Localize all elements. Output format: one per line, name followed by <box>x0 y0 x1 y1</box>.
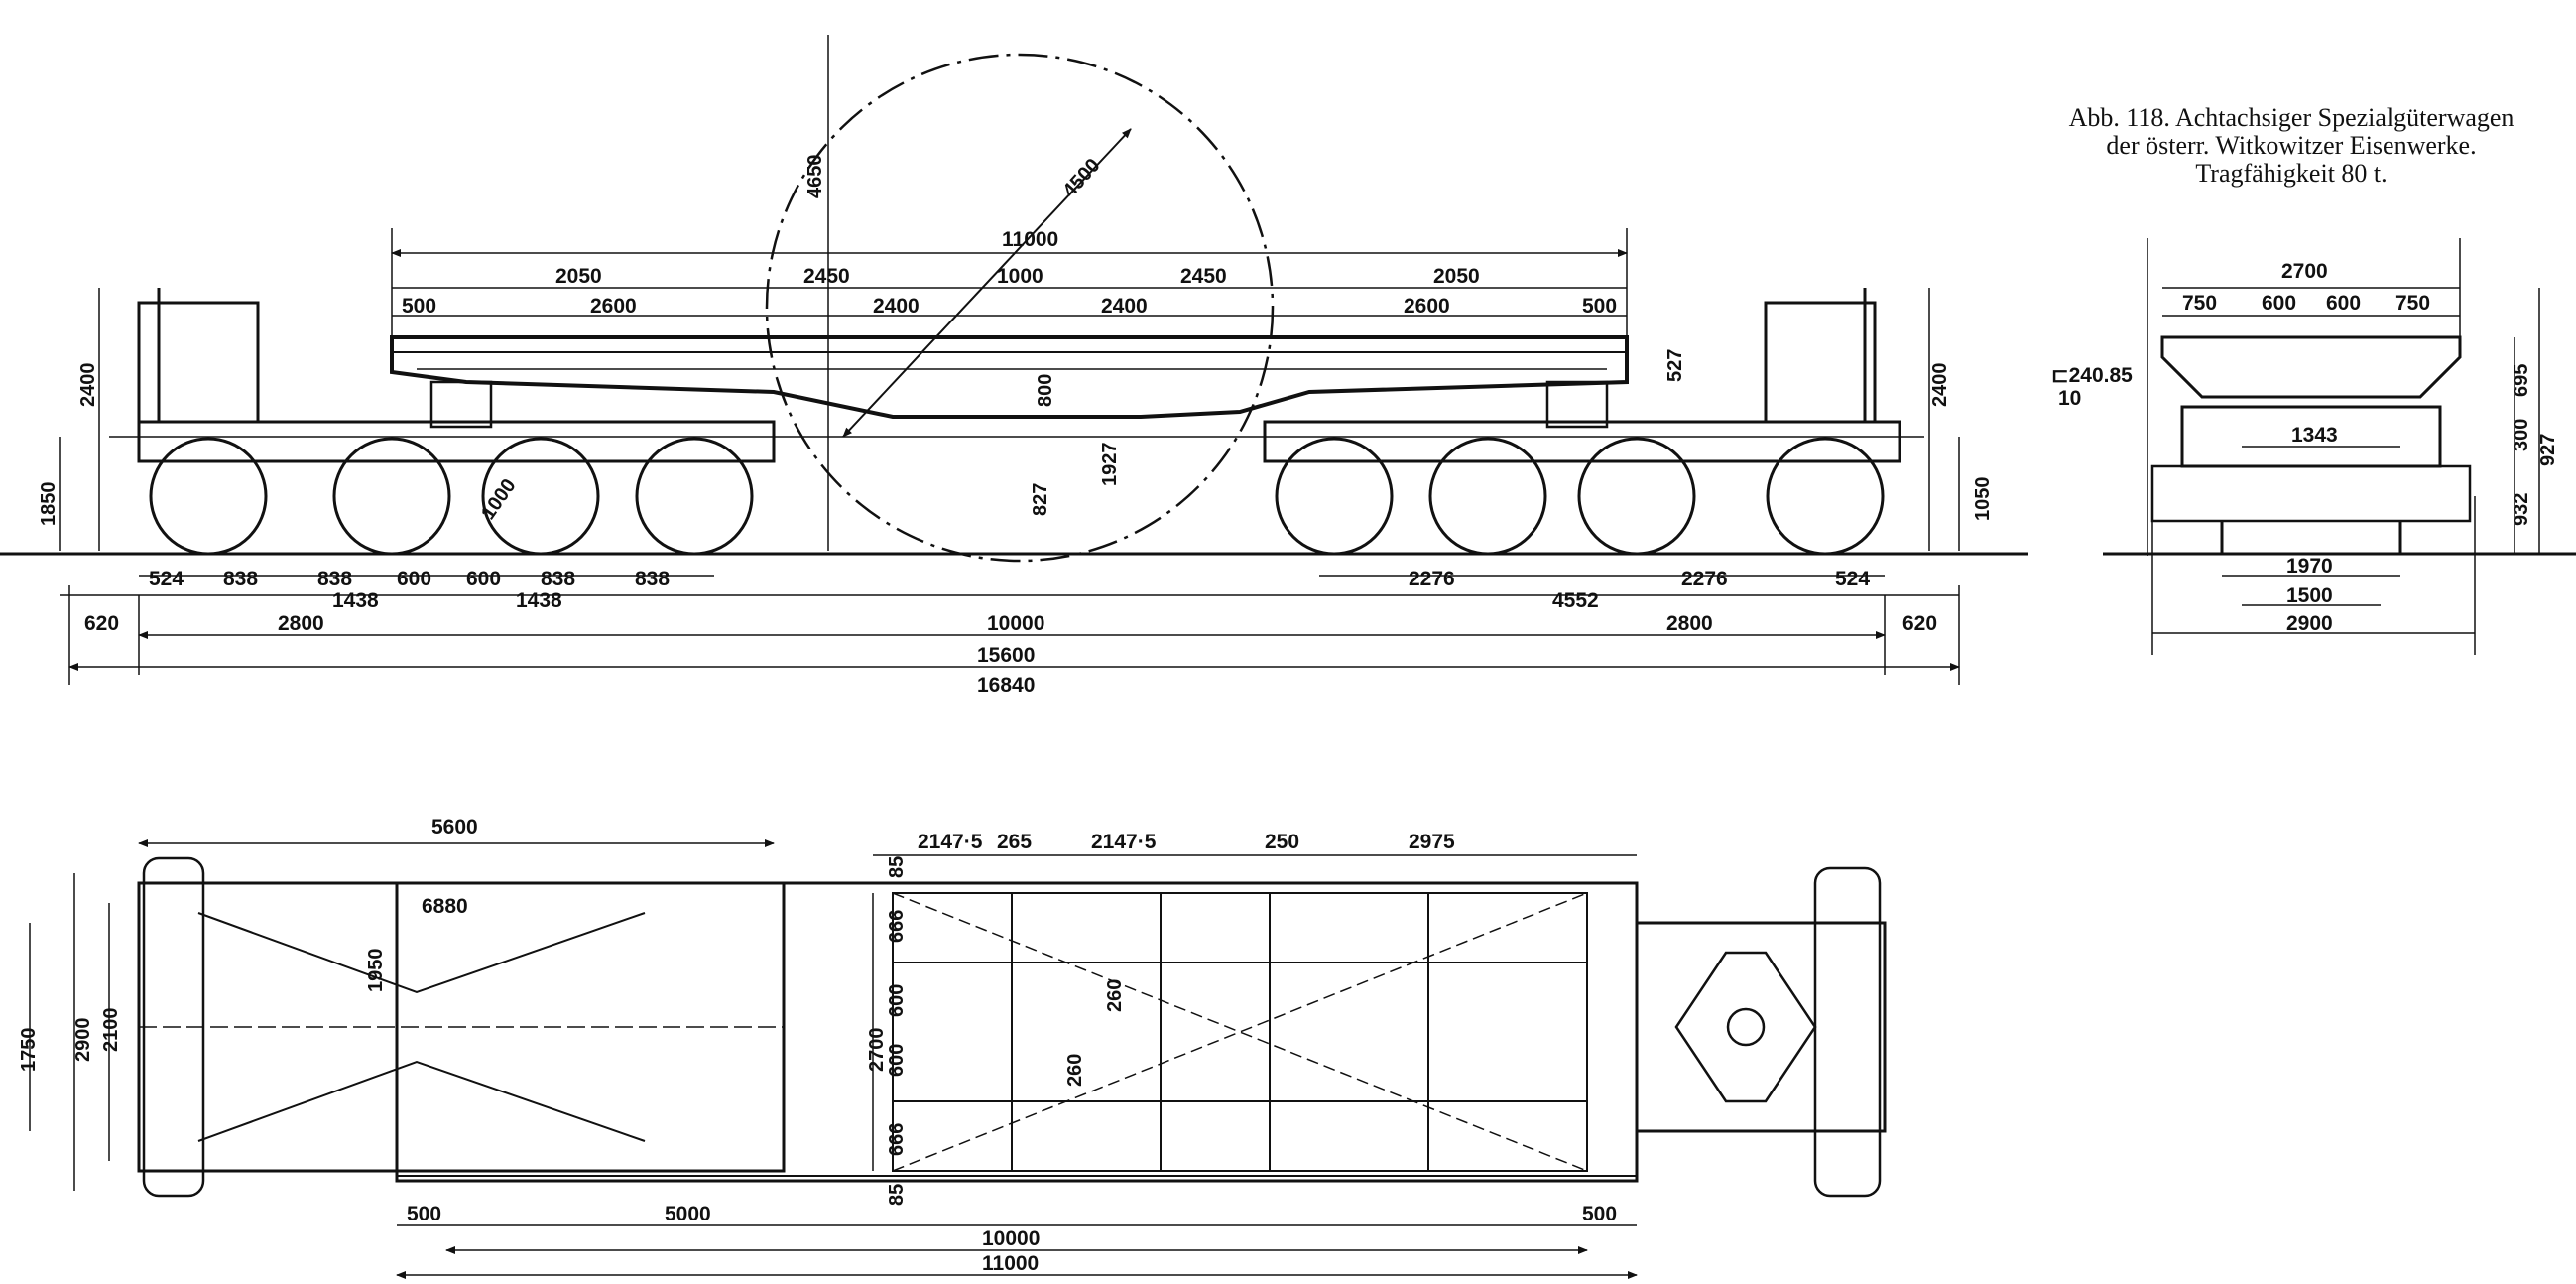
dim-2276-right: 2276 <box>1681 568 1728 590</box>
dim-1438-2: 1438 <box>516 589 562 612</box>
end-dim-600-right: 600 <box>2326 292 2361 315</box>
dim-2600-left: 2600 <box>590 295 637 318</box>
dim-524-left: 524 <box>149 568 184 590</box>
end-profile-sub: 10 <box>2058 387 2081 410</box>
plan-dim-1950: 1950 <box>365 949 387 993</box>
side-view: 11000 2050 2450 1000 2450 2050 500 2600 … <box>0 35 2028 697</box>
plan-dim-5600: 5600 <box>431 816 478 838</box>
plan-dim-2147-5-left: 2147·5 <box>918 831 983 853</box>
end-dim-1500: 1500 <box>2286 584 2333 607</box>
plan-dim-265: 265 <box>997 831 1032 853</box>
caption-line-2: der österr. Witkowitzer Eisenwerke. <box>2106 131 2477 160</box>
dim-2400-left-height: 2400 <box>77 363 99 408</box>
plan-dim-5000: 5000 <box>665 1203 711 1225</box>
plan-dim-2100: 2100 <box>100 1008 122 1053</box>
dim-2276-left: 2276 <box>1409 568 1455 590</box>
plan-dim-600-top: 600 <box>886 984 908 1017</box>
caption-line-1: Abb. 118. Achtachsiger Spezialgüterwagen <box>2068 103 2515 132</box>
dim-600-1: 600 <box>397 568 431 590</box>
end-dim-2700: 2700 <box>2281 260 2328 283</box>
end-dim-750-left: 750 <box>2182 292 2217 315</box>
figure-caption: Abb. 118. Achtachsiger Spezialgüterwagen… <box>2024 104 2559 188</box>
dim-1927: 1927 <box>1099 443 1121 487</box>
dim-838-1: 838 <box>223 568 258 590</box>
plan-dim-2700: 2700 <box>866 1028 888 1073</box>
plan-dim-6880: 6880 <box>422 895 468 918</box>
end-dim-300: 300 <box>2511 419 2532 451</box>
dim-16840: 16840 <box>977 674 1035 697</box>
dim-4500: 4500 <box>1058 155 1104 202</box>
plan-dim-250: 250 <box>1265 831 1299 853</box>
dim-2050-left: 2050 <box>555 265 602 288</box>
dim-1850: 1850 <box>38 482 60 527</box>
dim-1050: 1050 <box>1972 477 1994 522</box>
end-dim-932: 932 <box>2511 493 2532 526</box>
dim-2450-left: 2450 <box>803 265 850 288</box>
end-dim-750-right: 750 <box>2395 292 2430 315</box>
end-dim-2900: 2900 <box>2286 612 2333 635</box>
plan-dim-10000: 10000 <box>982 1227 1040 1250</box>
dim-500-right: 500 <box>1582 295 1617 318</box>
end-dim-695: 695 <box>2511 364 2532 397</box>
plan-dim-500-right: 500 <box>1582 1203 1617 1225</box>
end-dim-600-left: 600 <box>2262 292 2296 315</box>
dim-1438-1: 1438 <box>332 589 379 612</box>
dim-2400-right-height: 2400 <box>1929 363 1951 408</box>
dim-11000: 11000 <box>1002 228 1058 251</box>
dim-838-3: 838 <box>541 568 575 590</box>
end-profile-label: ⊏240.85 <box>2051 364 2133 387</box>
plan-dim-2900: 2900 <box>72 1018 94 1063</box>
plan-dim-260-top: 260 <box>1104 979 1126 1012</box>
plan-dim-2147-5-right: 2147·5 <box>1091 831 1157 853</box>
dim-2800-left: 2800 <box>278 612 324 635</box>
dim-2050-right: 2050 <box>1433 265 1480 288</box>
end-dim-927: 927 <box>2537 434 2559 466</box>
plan-dim-1750: 1750 <box>18 1028 40 1073</box>
dim-2400-left: 2400 <box>873 295 920 318</box>
plan-dim-666-bottom: 666 <box>886 1123 908 1156</box>
dim-2400-right: 2400 <box>1101 295 1148 318</box>
plan-dim-85-top: 85 <box>886 856 908 878</box>
plan-dim-85-bottom: 85 <box>886 1184 908 1206</box>
end-dim-1343: 1343 <box>2291 424 2338 447</box>
dim-10000: 10000 <box>987 612 1044 635</box>
dim-838-2: 838 <box>317 568 352 590</box>
plan-view: 5600 2147·5 265 2147·5 250 2975 6880 195… <box>18 816 1887 1279</box>
plan-dim-2975: 2975 <box>1409 831 1455 853</box>
dim-1000-center: 1000 <box>997 265 1043 288</box>
end-dim-1970: 1970 <box>2286 555 2333 578</box>
dim-838-4: 838 <box>635 568 670 590</box>
dim-600-2: 600 <box>466 568 501 590</box>
dim-800: 800 <box>1035 374 1056 407</box>
plan-dim-11000: 11000 <box>982 1252 1039 1275</box>
plan-dim-260-bottom: 260 <box>1064 1054 1086 1087</box>
end-view: 2700 750 600 600 750 ⊏240.85 10 1343 695… <box>2051 238 2576 655</box>
caption-line-3: Tragfähigkeit 80 t. <box>2195 159 2388 188</box>
dim-500-left: 500 <box>402 295 436 318</box>
dim-4552: 4552 <box>1552 589 1599 612</box>
dim-2450-right: 2450 <box>1180 265 1227 288</box>
dim-527: 527 <box>1664 349 1686 382</box>
plan-dim-600-bottom: 600 <box>886 1044 908 1077</box>
load-circle <box>765 53 1275 563</box>
dim-15600: 15600 <box>977 644 1035 667</box>
dim-827: 827 <box>1030 483 1051 516</box>
dim-524-right: 524 <box>1835 568 1870 590</box>
dim-2800-right: 2800 <box>1666 612 1713 635</box>
plan-dim-666-top: 666 <box>886 910 908 943</box>
dim-620-right: 620 <box>1902 612 1937 635</box>
dim-2600-right: 2600 <box>1404 295 1450 318</box>
dim-4650: 4650 <box>804 155 826 199</box>
wheel-set <box>149 437 1885 556</box>
plan-dim-500-left: 500 <box>407 1203 441 1225</box>
dim-620-left: 620 <box>84 612 119 635</box>
